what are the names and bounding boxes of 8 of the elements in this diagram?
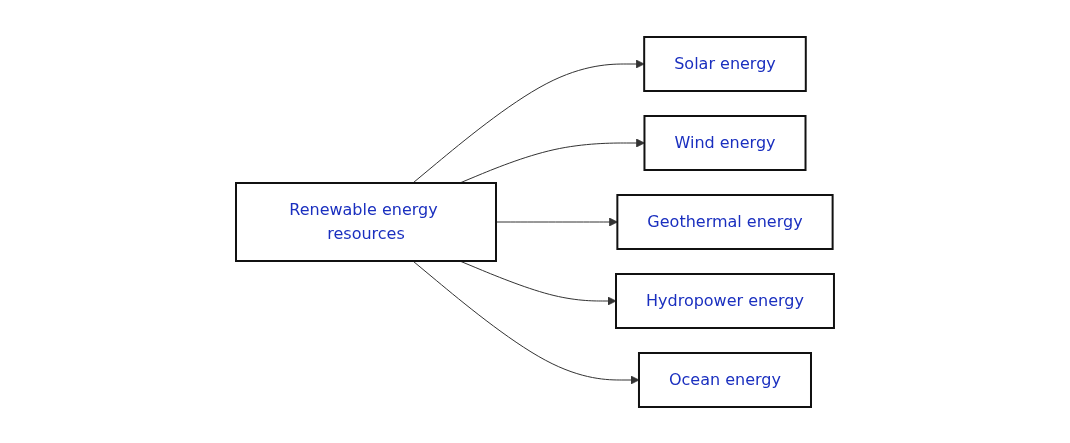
node-box: Solar energy (643, 35, 807, 92)
node-box: Geothermal energy (616, 193, 834, 250)
node-box: Ocean energy (638, 351, 812, 408)
node-box: Wind energy (643, 114, 807, 171)
arrow (412, 59, 645, 183)
node-box: Renewable energy resources (235, 181, 497, 262)
arrow (459, 260, 617, 305)
node-box: Hydropower energy (615, 272, 835, 329)
